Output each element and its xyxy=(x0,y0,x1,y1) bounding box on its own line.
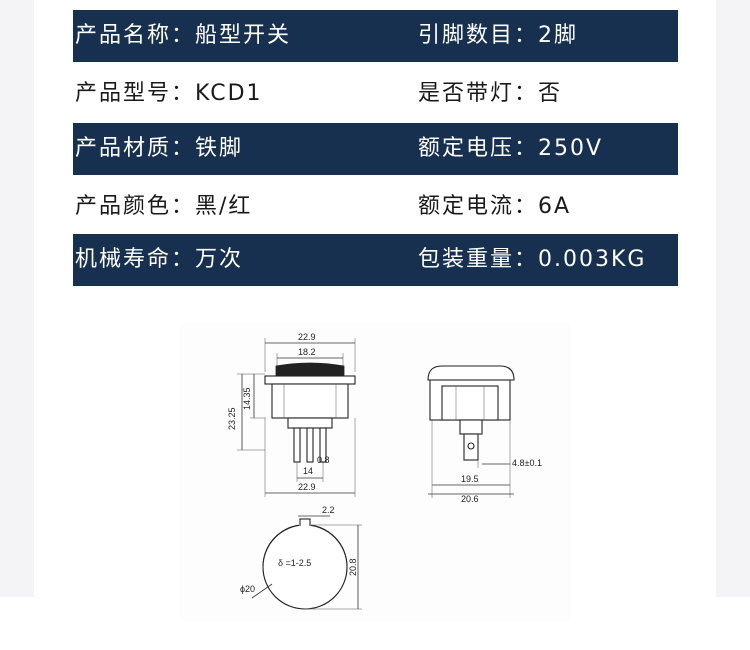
dim-diameter: ϕ20 xyxy=(240,584,255,594)
dim-side-outer: 20.6 xyxy=(461,494,479,504)
dim-side-inner: 19.5 xyxy=(461,474,479,484)
spec-left: 产品颜色：黑/红 xyxy=(75,181,252,233)
dim-cutout-height: 20.8 xyxy=(348,558,358,576)
spec-left: 产品材质：铁脚 xyxy=(75,123,243,175)
spec-label: 是否带灯： xyxy=(418,81,539,106)
spec-row: 产品型号：KCD1 是否带灯：否 xyxy=(73,68,678,120)
spec-right: 引脚数目：2脚 xyxy=(418,10,578,62)
spec-value: KCD1 xyxy=(195,81,263,106)
spec-label: 机械寿命： xyxy=(75,247,196,272)
spec-value: 黑/红 xyxy=(195,194,253,219)
spec-right: 额定电流：6A xyxy=(418,181,571,233)
spec-row: 产品名称：船型开关 引脚数目：2脚 xyxy=(73,10,678,62)
dim-thickness: δ =1-2.5 xyxy=(278,558,311,568)
spec-left: 机械寿命：万次 xyxy=(75,234,243,286)
spec-value: 250V xyxy=(538,136,604,161)
dim-key-width: 2.2 xyxy=(322,505,335,515)
spec-label: 额定电流： xyxy=(418,194,539,219)
dim-pin-width: 4.8±0.1 xyxy=(512,458,542,468)
spec-value: 2脚 xyxy=(538,23,579,48)
dim-left-outer: 23.25 xyxy=(227,407,237,430)
spec-value: 铁脚 xyxy=(195,136,244,161)
spec-right: 是否带灯：否 xyxy=(418,68,562,120)
dim-top-outer: 22.9 xyxy=(298,332,316,342)
technical-drawing: 22.9 18.2 23.25 14.35 0.8 xyxy=(180,322,571,622)
spec-label: 包装重量： xyxy=(418,247,539,272)
dim-bottom-width: 22.9 xyxy=(298,482,316,492)
spec-label: 产品材质： xyxy=(75,136,196,161)
spec-value: 否 xyxy=(538,81,563,106)
spec-value: 船型开关 xyxy=(195,23,292,48)
spec-right: 包装重量：0.003KG xyxy=(418,234,646,286)
left-margin xyxy=(0,0,34,650)
dim-pin-spacing: 14 xyxy=(303,466,313,476)
dim-pin-thickness: 0.8 xyxy=(317,455,330,465)
drawing-svg: 22.9 18.2 23.25 14.35 0.8 xyxy=(227,332,542,610)
right-margin xyxy=(716,0,750,650)
dim-top-inner: 18.2 xyxy=(298,347,316,357)
spec-value: 6A xyxy=(538,194,572,219)
spec-row: 产品颜色：黑/红 额定电流：6A xyxy=(73,181,678,233)
spec-row: 机械寿命：万次 包装重量：0.003KG xyxy=(73,234,678,286)
dim-left-inner: 14.35 xyxy=(242,387,252,410)
spec-label: 产品颜色： xyxy=(75,194,196,219)
spec-row: 产品材质：铁脚 额定电压：250V xyxy=(73,123,678,175)
spec-label: 额定电压： xyxy=(418,136,539,161)
panel-cutout: 2.2 δ =1-2.5 20.8 ϕ20 xyxy=(240,505,362,610)
spec-value: 0.003KG xyxy=(538,247,647,272)
spec-label: 引脚数目： xyxy=(418,23,539,48)
spec-label: 产品名称： xyxy=(75,23,196,48)
side-view: 4.8±0.1 19.5 20.6 xyxy=(427,365,542,504)
spec-left: 产品名称：船型开关 xyxy=(75,10,291,62)
spec-value: 万次 xyxy=(195,247,244,272)
front-view: 22.9 18.2 23.25 14.35 0.8 xyxy=(227,332,356,497)
spec-right: 额定电压：250V xyxy=(418,123,603,175)
spec-left: 产品型号：KCD1 xyxy=(75,68,263,120)
spec-label: 产品型号： xyxy=(75,81,196,106)
